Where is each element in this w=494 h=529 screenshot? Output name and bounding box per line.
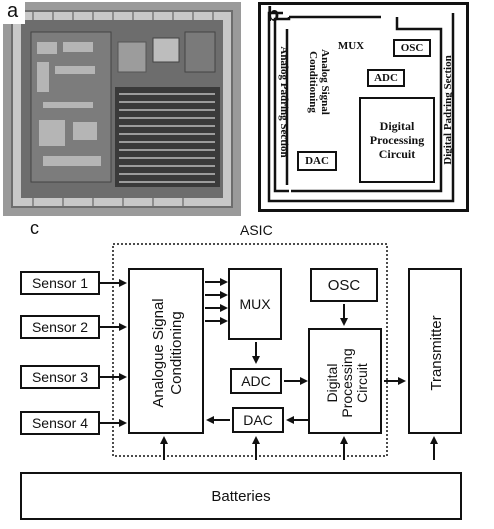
- panel-a-chip-photo: a: [3, 2, 241, 216]
- sensor-2-label: Sensor 2: [31, 319, 89, 335]
- b-digital-processing-box: Digital Processing Circuit: [359, 97, 435, 183]
- b-adc-box: ADC: [367, 69, 405, 87]
- analogue-conditioning-label: Analogue Signal Conditioning: [148, 270, 188, 436]
- sensor-4-box: Sensor 4: [20, 411, 100, 435]
- dac-label: DAC: [243, 412, 273, 428]
- mux-label: MUX: [239, 296, 271, 312]
- sensor-3-label: Sensor 3: [31, 369, 89, 385]
- panel-b-label: b: [267, 4, 280, 26]
- analogue-conditioning-box: Analogue Signal Conditioning: [128, 268, 204, 434]
- sensor-1-label: Sensor 1: [31, 275, 89, 291]
- b-osc-label: OSC: [400, 42, 424, 54]
- b-digital-line-1: Digital: [379, 119, 415, 133]
- transmitter-label: Transmitter: [428, 315, 445, 391]
- panel-c-label: c: [30, 218, 39, 238]
- adc-box: ADC: [230, 368, 282, 394]
- batteries-label: Batteries: [211, 487, 271, 505]
- sensor-3-box: Sensor 3: [20, 365, 100, 389]
- dac-box: DAC: [232, 407, 284, 433]
- panel-b-floorplan: b Analog Padring Section Digital Padring…: [258, 2, 469, 212]
- transmitter-box: Transmitter: [408, 268, 462, 434]
- digital-processing-line-1: Digital: [323, 363, 340, 403]
- b-dac-label: DAC: [305, 155, 329, 167]
- asic-title: ASIC: [240, 222, 273, 238]
- sensor-2-box: Sensor 2: [20, 315, 100, 339]
- sensor-1-box: Sensor 1: [20, 271, 100, 295]
- osc-label: OSC: [327, 276, 361, 294]
- analogue-conditioning-line-2: Conditioning: [168, 311, 185, 395]
- osc-box: OSC: [310, 268, 378, 302]
- asic-boundary: [112, 243, 388, 457]
- digital-processing-line-3: Circuit: [353, 363, 370, 403]
- digital-processing-line-2: Processing: [338, 348, 355, 418]
- digital-processing-label: Digital Processing Circuit: [324, 330, 370, 436]
- panel-a-label: a: [7, 2, 19, 22]
- chip-die-image: [3, 2, 241, 216]
- panel-a-label-box: [3, 2, 25, 24]
- b-digital-line-3: Circuit: [378, 147, 416, 161]
- mux-box: MUX: [228, 268, 282, 340]
- b-mux-box: MUX: [337, 40, 365, 52]
- b-dac-box: DAC: [297, 151, 337, 171]
- b-osc-box: OSC: [393, 39, 431, 57]
- floorplan-outline: [267, 11, 455, 203]
- digital-processing-box: Digital Processing Circuit: [308, 328, 382, 434]
- adc-label: ADC: [241, 373, 271, 389]
- b-digital-line-2: Processing: [369, 133, 425, 147]
- analogue-conditioning-line-1: Analogue Signal: [150, 298, 167, 408]
- sensor-4-label: Sensor 4: [31, 415, 89, 431]
- b-adc-label: ADC: [374, 72, 398, 84]
- batteries-box: Batteries: [20, 472, 462, 520]
